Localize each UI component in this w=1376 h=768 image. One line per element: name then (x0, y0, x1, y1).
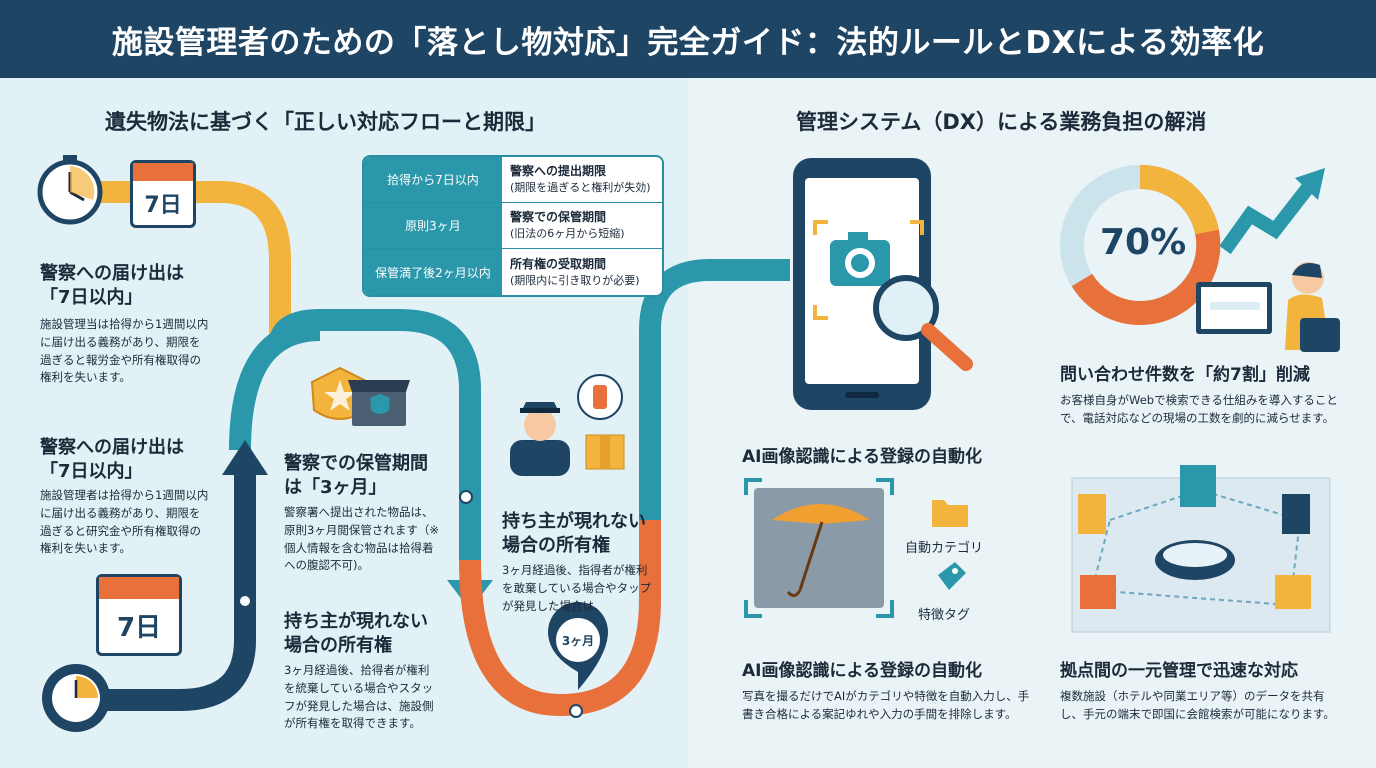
block4-heading: 持ち主が現れない 場合の所有権 (502, 511, 646, 557)
table-row: 保管満了後2ヶ月以内 所有権の受取期間(期限内に引き取りが必要) (364, 249, 662, 295)
block4-body: 3ヶ月経過後、指得者が権利を敢棄している場合やタップが発見した場合は、 (502, 563, 652, 613)
stat-value: 70% (1100, 222, 1187, 263)
ai-caption: AI画像認識による登録の自動化 (742, 447, 982, 467)
block2-heading: 警察への届け出は 「7日以内」 (40, 437, 184, 483)
right-block1-body: お客様自身がWebで検索できる仕組みを導入することで、電話対応などの現場の工数を… (1060, 393, 1338, 425)
block1-heading: 警察への届け出は 「7日以内」 (40, 263, 184, 309)
block3-body: 警察署へ提出された物品は、原則3ヶ月閲保管されます（※個人情報を含む物品は拾得着… (284, 505, 439, 573)
auto-category-label: 自動カテゴリ (905, 541, 984, 556)
page-title: 施設管理者のための「落とし物対応」完全ガイド：法的ルールとDXによる効率化 (0, 0, 1376, 78)
deadline-table: 拾得から7日以内 警察への提出期限(期限を過ぎると権利が失効) 原則3ヶ月 警察… (362, 155, 664, 297)
block3-heading: 警察での保管期間 は「3ヶ月」 (284, 453, 428, 499)
table-row: 拾得から7日以内 警察への提出期限(期限を過ぎると権利が失効) (364, 157, 662, 203)
feature-tag-label: 特徴タグ (918, 608, 971, 623)
calendar-icon-bottom: 7日 (96, 574, 182, 656)
right-block2-body: 写真を撮るだけでAIがカテゴリや特徴を自動入力し、手書き合格による案記ゆれや入力… (742, 689, 1030, 721)
calendar-icon-top: 7日 (130, 160, 196, 228)
block2-body: 施設管理者は拾得から1週間以内に届け出る義務があり、期限を過ぎると研究金や所有権… (40, 488, 209, 556)
right-section-title: 管理システム（DX）による業務負担の解消 (796, 110, 1207, 134)
pin-label: 3ヶ月 (561, 634, 595, 648)
left-section-title: 遺失物法に基づく「正しい対応フローと期限」 (105, 110, 546, 134)
right-block3-body: 複数施設（ホテルや同業エリア等）のデータを共有し、手元の端末で即国に会館検索が可… (1060, 689, 1335, 721)
table-row: 原則3ヶ月 警察での保管期間(旧法の6ヶ月から短縮) (364, 203, 662, 249)
block1-body: 施設管理当は拾得から1週間以内に届け出る義務があり、期限を過ぎると報労金や所有権… (40, 317, 209, 385)
right-block3-heading: 拠点間の一元管理で迅速な対応 (1060, 661, 1298, 681)
right-block1-heading: 問い合わせ件数を「約7割」削減 (1060, 365, 1310, 385)
right-block2-heading: AI画像認識による登録の自動化 (742, 661, 982, 681)
block5-heading: 持ち主が現れない 場合の所有権 (284, 611, 428, 657)
block5-body: 3ヶ月経過後、拾得者が権利を統棄している場合やスタッフが発見した場合は、施設側が… (284, 663, 434, 731)
